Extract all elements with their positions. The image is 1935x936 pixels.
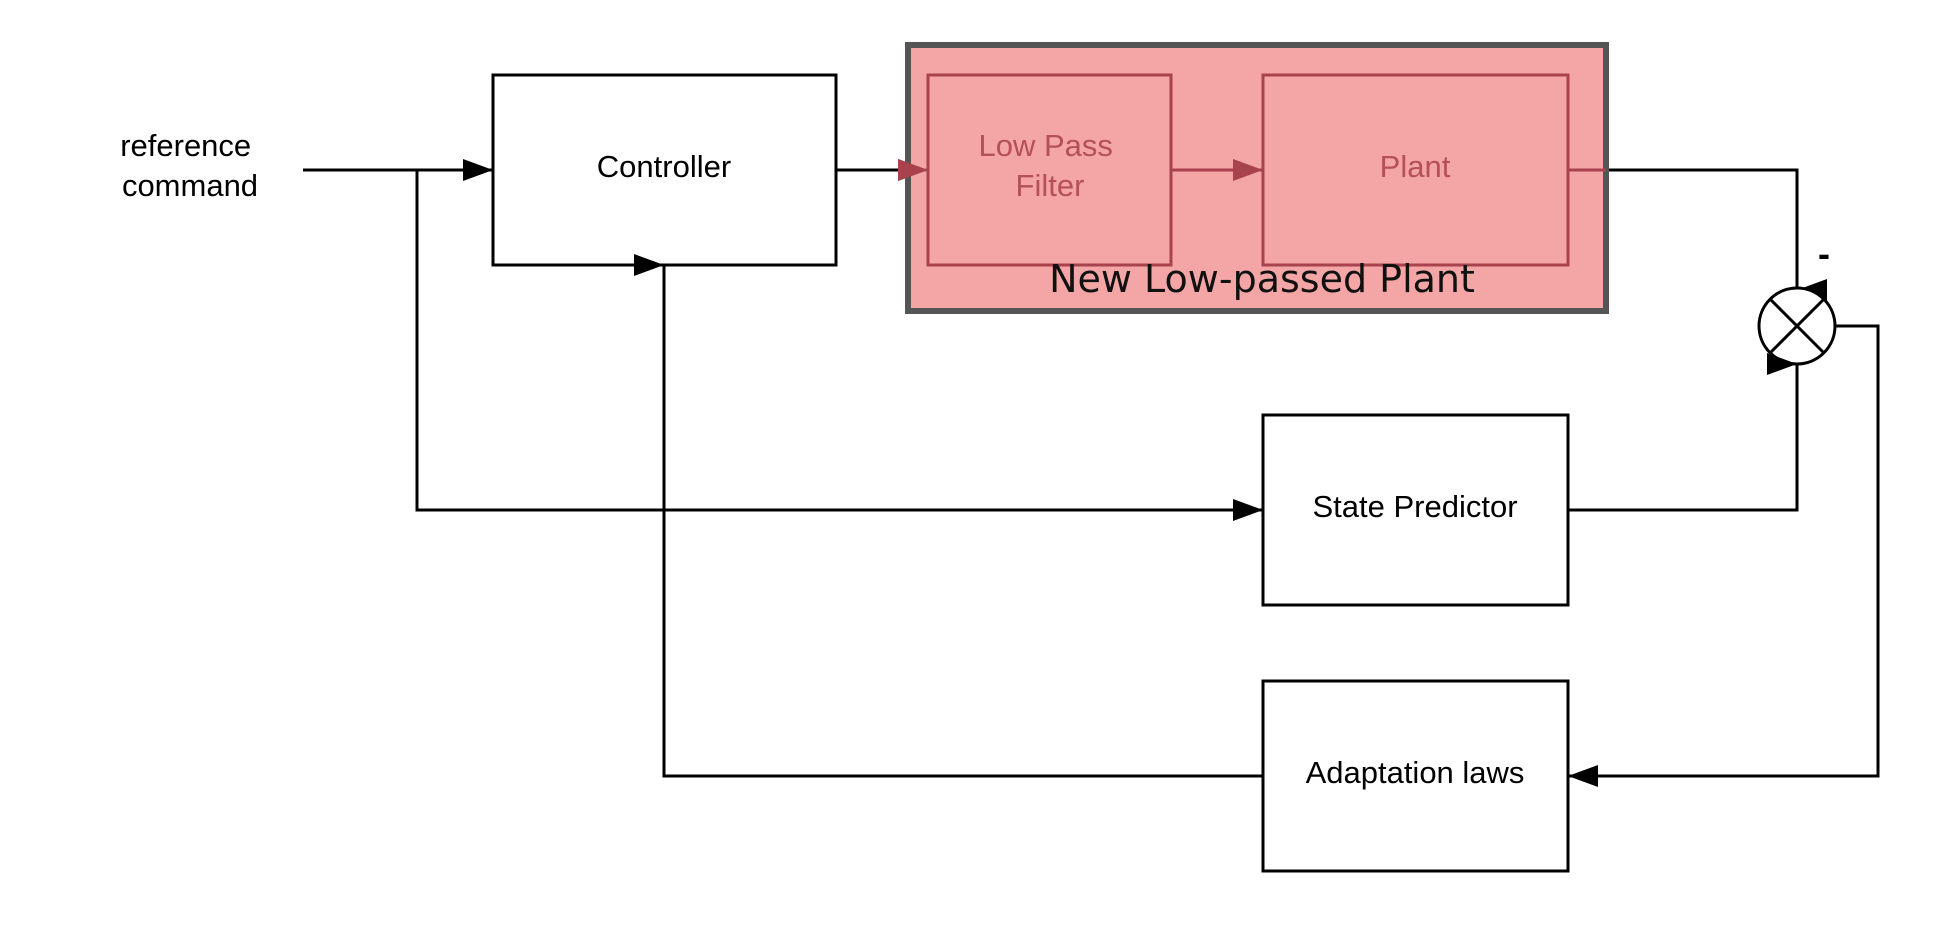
- low-passed-plant-group: Low Pass Filter Plant New Low-passed Pla…: [898, 42, 1609, 314]
- lowpass-label-line2: Filter: [1016, 168, 1085, 203]
- input-to-predictor-line: [415, 170, 1263, 521]
- lowpass-label-line1: Low Pass: [978, 128, 1112, 163]
- summing-to-adaptation-line: [1568, 324, 1880, 787]
- input-label-line2: command: [122, 168, 258, 203]
- input-label-line1: reference: [120, 128, 251, 163]
- summing-cross-b: [1768, 297, 1826, 355]
- controller-block: [491, 73, 838, 267]
- state-predictor-label: State Predictor: [1312, 489, 1517, 524]
- plant-to-summing-line: [1569, 168, 1827, 301]
- predictor-to-summing-line: [1568, 353, 1799, 512]
- group-background: [905, 42, 1609, 314]
- lowpass-filter-label: Low Pass Filter: [978, 128, 1121, 203]
- summing-minus-sign: -: [1818, 233, 1830, 274]
- summing-junction: [1757, 286, 1837, 366]
- input-label: reference command: [120, 128, 260, 203]
- adaptation-laws-label: Adaptation laws: [1306, 755, 1525, 790]
- lowpass-to-plant-arrowhead: [1233, 159, 1263, 181]
- group-label: New Low-passed Plant: [1049, 257, 1475, 301]
- controller-arrowhead-faded: [898, 159, 928, 181]
- adaptation-to-controller-line: [634, 254, 1263, 778]
- state-predictor-block: [1261, 413, 1570, 607]
- plant-label: Plant: [1380, 149, 1451, 184]
- controller-label: Controller: [597, 149, 731, 184]
